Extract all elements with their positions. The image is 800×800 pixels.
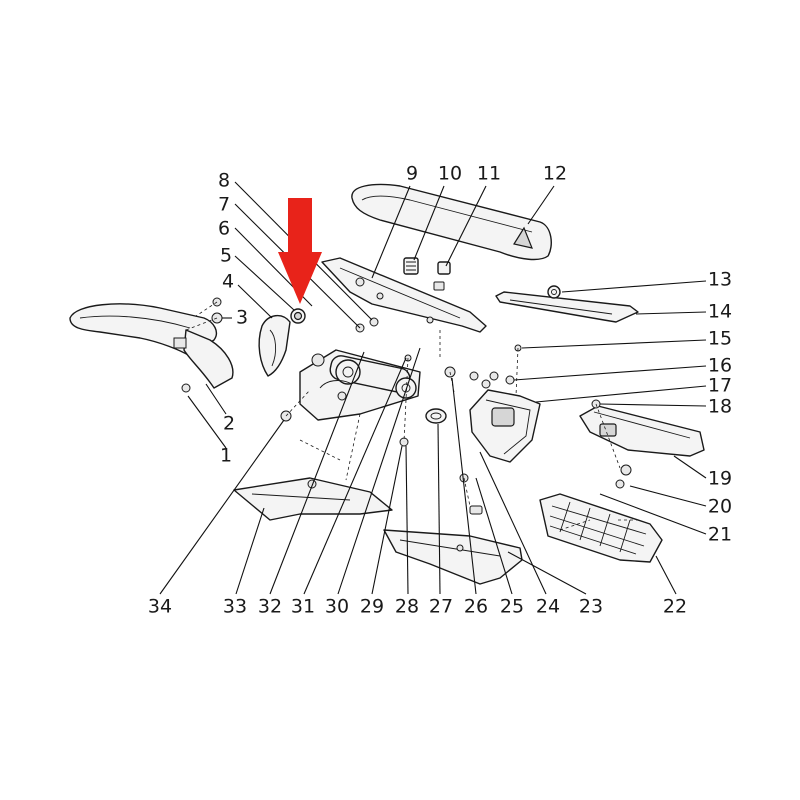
bolt-with-washer [290,308,306,324]
callout-1: 1 [220,445,232,467]
callout-17: 17 [708,375,732,397]
callout-30: 30 [325,596,349,618]
callout-24: 24 [536,596,560,618]
side-rail-plate [495,291,639,323]
callout-numbers: 1 2 3 4 5 6 7 8 9 10 11 12 13 14 15 16 1… [148,163,732,618]
callout-32: 32 [258,596,282,618]
tail-light-housing [469,389,541,463]
grommet [547,285,561,299]
callout-9: 9 [406,163,418,185]
callout-20: 20 [708,496,732,518]
rear-mudguard [69,303,234,389]
callout-21: 21 [708,524,732,546]
callout-22: 22 [663,596,687,618]
rear-frame-bracket [321,257,487,333]
callout-12: 12 [543,163,567,185]
seat-nut [433,261,451,291]
callout-33: 33 [223,596,247,618]
callout-28: 28 [395,596,419,618]
callout-15: 15 [708,328,732,350]
callout-3: 3 [236,307,248,329]
number-plate-holder [579,405,705,457]
assembly-guide-lines [185,301,642,531]
seat [351,183,552,261]
callout-4: 4 [222,271,234,293]
callout-34: 34 [148,596,172,618]
mesh-grille [539,493,663,563]
callout-7: 7 [218,194,230,216]
callout-6: 6 [218,218,230,240]
callout-29: 29 [360,596,384,618]
parts-drawing [69,183,705,585]
callout-16: 16 [708,355,732,377]
callout-2: 2 [223,413,235,435]
callout-26: 26 [464,596,488,618]
side-deflector [258,315,291,377]
callout-23: 23 [579,596,603,618]
rear-shock-assembly [299,349,421,421]
callout-5: 5 [220,245,232,267]
callout-10: 10 [438,163,462,185]
callout-13: 13 [708,269,732,291]
lower-right-cover [383,529,523,585]
callout-8: 8 [218,170,230,192]
callout-11: 11 [477,163,501,185]
seat-clip [403,257,419,275]
lower-side-cover [233,477,393,521]
callout-31: 31 [291,596,315,618]
callout-leaders [159,181,707,595]
callout-14: 14 [708,301,732,323]
callout-25: 25 [500,596,524,618]
callout-19: 19 [708,468,732,490]
callout-27: 27 [429,596,453,618]
red-highlight-arrow [278,198,322,304]
callout-18: 18 [708,396,732,418]
rubber-grommet [425,408,447,424]
